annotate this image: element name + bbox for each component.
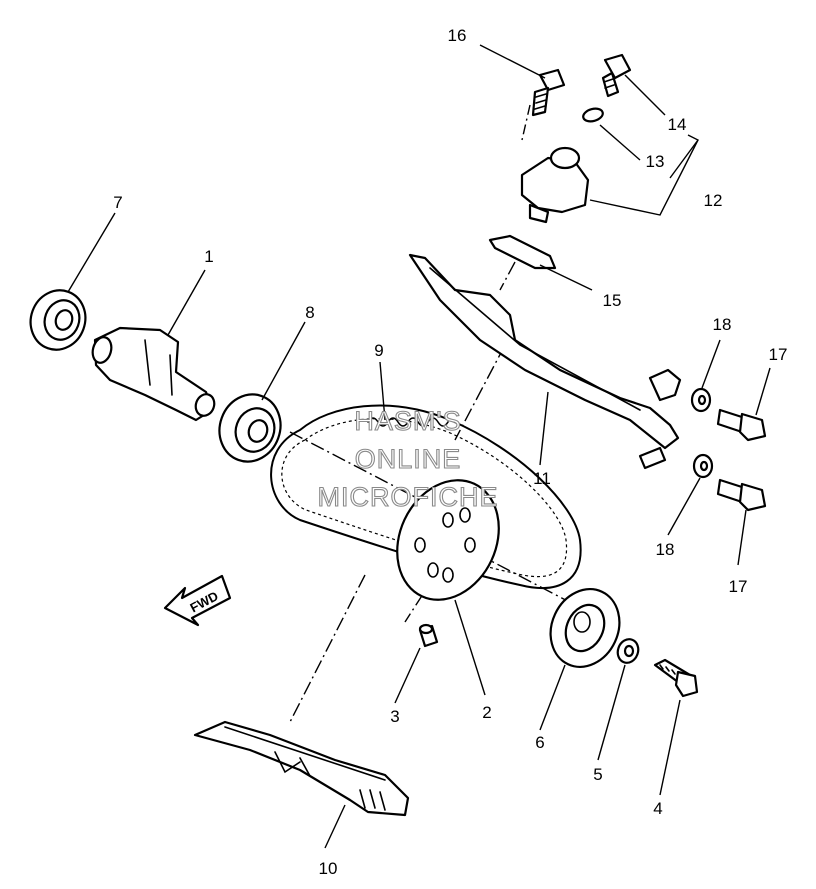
watermark: HASM'S ONLINE MICROFICHE — [317, 405, 499, 512]
bolts-17 — [716, 408, 767, 512]
cam-sprocket — [396, 479, 500, 601]
bolt-4 — [653, 658, 699, 698]
timing-chain — [270, 404, 582, 589]
cam-chain-tensioner — [520, 146, 590, 224]
callout-7: 7 — [113, 193, 122, 212]
dowel-pin — [418, 623, 439, 648]
tensioner-washer — [582, 107, 604, 123]
washers-18 — [690, 387, 714, 479]
callout-3: 3 — [390, 707, 399, 726]
decompressor-plate — [549, 588, 621, 668]
tensioner-gasket — [488, 234, 557, 270]
bearing-right — [218, 393, 282, 463]
watermark-line-3: MICROFICHE — [318, 482, 499, 512]
callout-14: 14 — [668, 115, 687, 134]
callout-2: 2 — [482, 703, 491, 722]
chain-tensioner-guide — [408, 253, 682, 470]
callout-10: 10 — [319, 859, 338, 878]
washer — [616, 638, 640, 664]
callout-11: 11 — [533, 469, 551, 488]
callout-8: 8 — [305, 303, 314, 322]
callout-6: 6 — [535, 733, 544, 752]
leader-lines — [67, 44, 771, 849]
callout-17-upper: 17 — [769, 345, 788, 364]
watermark-line-1: HASM'S — [354, 406, 461, 436]
callout-13: 13 — [646, 152, 665, 171]
callout-5: 5 — [593, 765, 602, 784]
forward-direction-arrow: FWD — [163, 574, 232, 627]
bolt-16 — [531, 68, 566, 117]
callout-4: 4 — [653, 799, 662, 818]
bearing-left — [29, 289, 87, 351]
camshaft — [91, 326, 216, 422]
callout-15: 15 — [603, 291, 622, 310]
watermark-line-2: ONLINE — [355, 444, 462, 474]
callout-numbers: 7 1 8 9 2 3 6 5 4 10 11 18 18 17 17 15 1… — [113, 26, 787, 878]
callout-9: 9 — [374, 341, 383, 360]
callout-18-upper: 18 — [713, 315, 732, 334]
callout-17-lower: 17 — [729, 577, 748, 596]
chain-guide — [193, 720, 410, 817]
callout-16: 16 — [448, 26, 467, 45]
bolt-14 — [601, 53, 632, 98]
callout-18-lower: 18 — [656, 540, 675, 559]
callout-12: 12 — [704, 191, 723, 210]
callout-1: 1 — [204, 247, 213, 266]
